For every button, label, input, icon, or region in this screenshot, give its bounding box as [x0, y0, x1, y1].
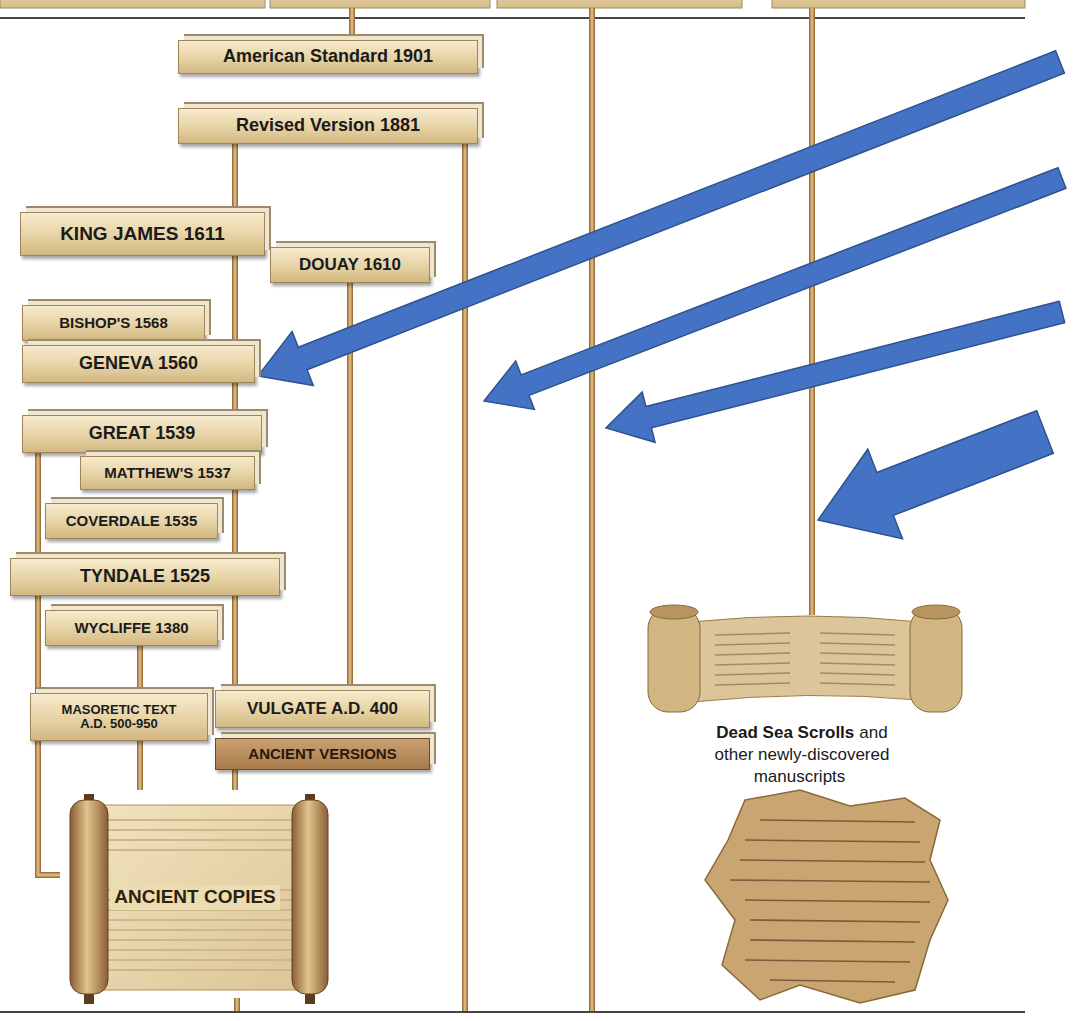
dead-sea-scroll	[648, 605, 962, 712]
lineage-rod	[235, 596, 236, 690]
node-label: MASORETIC TEXT A.D. 500-950	[49, 703, 189, 732]
book-box: Revised Version 1881	[178, 108, 478, 144]
node-label: ANCIENT VERSIONS	[248, 746, 396, 763]
partial-top-boxes	[0, 0, 1025, 8]
lineage-rod	[235, 256, 236, 345]
node-label: DOUAY 1610	[299, 256, 401, 275]
node-label: MATTHEW'S 1537	[104, 465, 231, 482]
book-box: American Standard 1901	[178, 40, 478, 74]
node-label: VULGATE A.D. 400	[247, 700, 398, 719]
lineage-rod	[235, 770, 236, 790]
book-box: TYNDALE 1525	[10, 558, 280, 596]
node-label: American Standard 1901	[223, 47, 433, 67]
node-label: WYCLIFFE 1380	[74, 620, 188, 637]
book-box: MATTHEW'S 1537	[80, 456, 255, 490]
book-box: KING JAMES 1611	[20, 212, 265, 256]
book-box: VULGATE A.D. 400	[215, 690, 430, 728]
book-box: WYCLIFFE 1380	[45, 610, 218, 646]
caption-group: Dead Sea Scrollsand other newly-discover…	[697, 722, 907, 788]
top-rule	[0, 17, 1025, 19]
node-label: TYNDALE 1525	[80, 567, 210, 587]
pointer-arrow	[606, 301, 1065, 442]
book-box: COVERDALE 1535	[45, 503, 218, 539]
node-label: GENEVA 1560	[79, 354, 198, 374]
lineage-rod	[235, 490, 236, 558]
lineage-rod	[235, 383, 236, 415]
book-box: BISHOP'S 1568	[22, 305, 205, 341]
pointer-arrow	[818, 411, 1053, 539]
node-label: COVERDALE 1535	[66, 513, 198, 530]
lineage-rod	[140, 646, 141, 693]
book-box: GENEVA 1560	[22, 345, 255, 383]
node-label: Revised Version 1881	[236, 116, 420, 136]
node-label: ANCIENT COPIES	[110, 885, 280, 910]
book-box: MASORETIC TEXT A.D. 500-950	[30, 693, 208, 741]
bottom-rule	[0, 1011, 1025, 1013]
ancient-scroll	[70, 794, 328, 1004]
node-label: BISHOP'S 1568	[59, 315, 168, 332]
scroll-band: ANCIENT VERSIONS	[215, 738, 430, 770]
scroll-node: ANCIENT COPIES	[60, 790, 330, 1005]
node-label: GREAT 1539	[89, 424, 196, 444]
scroll-fragment	[705, 790, 948, 1003]
lineage-rod	[235, 144, 236, 212]
lineage-rod	[140, 741, 141, 790]
book-box: GREAT 1539	[22, 415, 262, 453]
node-label: KING JAMES 1611	[60, 224, 225, 245]
scroll-caption: Dead Sea Scrolls	[716, 723, 854, 742]
book-box: DOUAY 1610	[270, 247, 430, 283]
